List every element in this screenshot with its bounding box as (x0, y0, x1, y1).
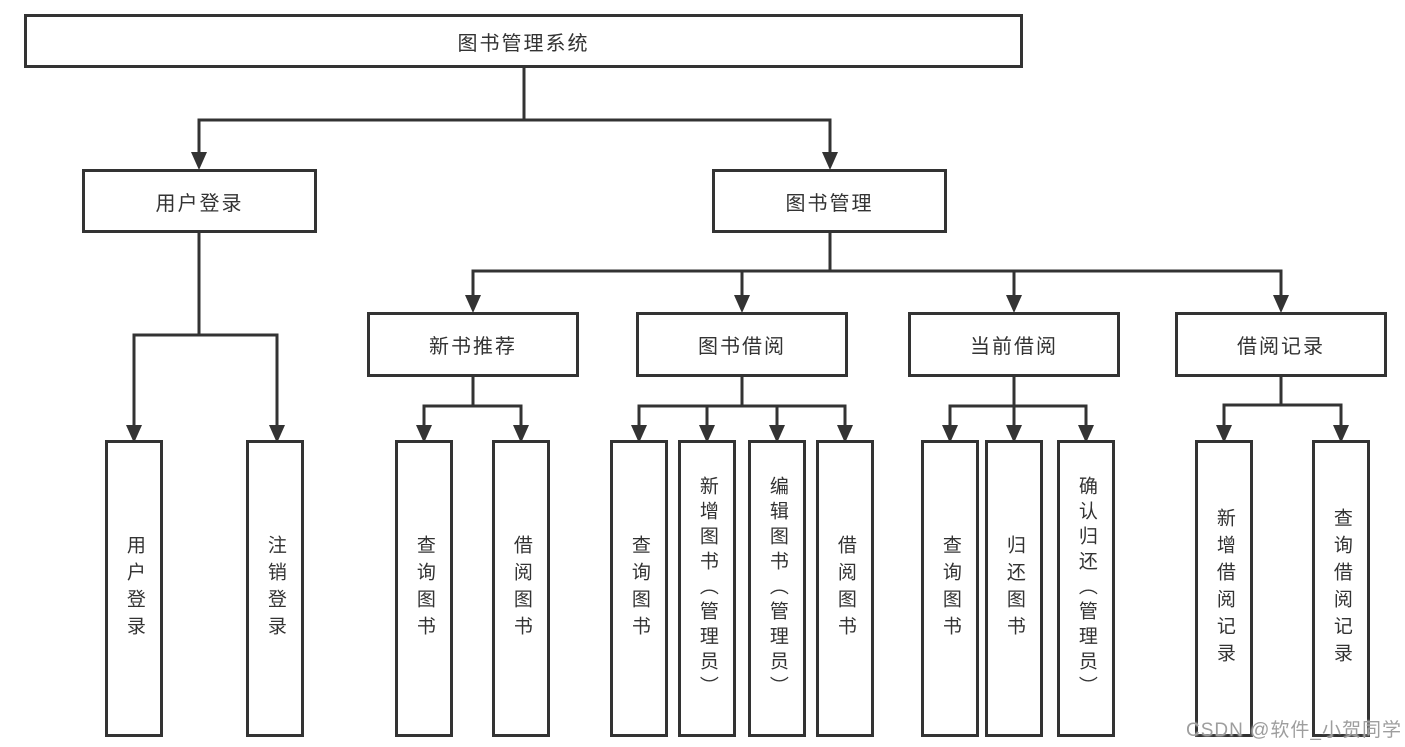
leaf-logout-login: 注销登录 (246, 440, 304, 737)
leaf-borrow-books-recommend: 借阅图书 (492, 440, 550, 737)
leaf-query-borrow-record: 查询借阅记录 (1312, 440, 1370, 737)
leaf-query-books-current-label: 查询图书 (939, 534, 961, 643)
arrowheads (126, 152, 1349, 443)
leaf-edit-books-admin-label: 编辑图书（管理员） (766, 476, 788, 701)
leaf-add-borrow-record-label: 新增借阅记录 (1213, 507, 1235, 670)
node-book-management: 图书管理 (712, 169, 947, 233)
leaf-query-books-borrowing: 查询图书 (610, 440, 668, 737)
leaf-return-books: 归还图书 (985, 440, 1043, 737)
leaf-add-books-admin: 新增图书（管理员） (678, 440, 736, 737)
leaf-add-books-admin-label: 新增图书（管理员） (696, 476, 718, 701)
leaf-query-books-current: 查询图书 (921, 440, 979, 737)
leaf-confirm-return-admin-label: 确认归还（管理员） (1075, 476, 1097, 701)
leaf-query-borrow-record-label: 查询借阅记录 (1330, 507, 1352, 670)
leaf-user-login: 用户登录 (105, 440, 163, 737)
leaf-borrow-books-recommend-label: 借阅图书 (510, 534, 532, 643)
leaf-add-borrow-record: 新增借阅记录 (1195, 440, 1253, 737)
leaf-query-books-recommend: 查询图书 (395, 440, 453, 737)
node-book-borrowing: 图书借阅 (636, 312, 848, 377)
node-new-book-recommendation: 新书推荐 (367, 312, 579, 377)
leaf-query-books-borrowing-label: 查询图书 (628, 534, 650, 643)
watermark-csdn: CSDN @软件_小贺同学 (1186, 720, 1402, 741)
leaf-edit-books-admin: 编辑图书（管理员） (748, 440, 806, 737)
connector-lines (132, 68, 1343, 427)
node-current-borrowing: 当前借阅 (908, 312, 1120, 377)
leaf-borrow-books-label: 借阅图书 (834, 534, 856, 643)
node-user-login: 用户登录 (82, 169, 317, 233)
leaf-query-books-recommend-label: 查询图书 (413, 534, 435, 643)
leaf-return-books-label: 归还图书 (1003, 534, 1025, 643)
node-borrowing-records: 借阅记录 (1175, 312, 1387, 377)
node-library-management-system: 图书管理系统 (24, 14, 1023, 68)
leaf-borrow-books: 借阅图书 (816, 440, 874, 737)
leaf-logout-login-label: 注销登录 (264, 534, 286, 643)
leaf-confirm-return-admin: 确认归还（管理员） (1057, 440, 1115, 737)
leaf-user-login-label: 用户登录 (123, 534, 145, 643)
